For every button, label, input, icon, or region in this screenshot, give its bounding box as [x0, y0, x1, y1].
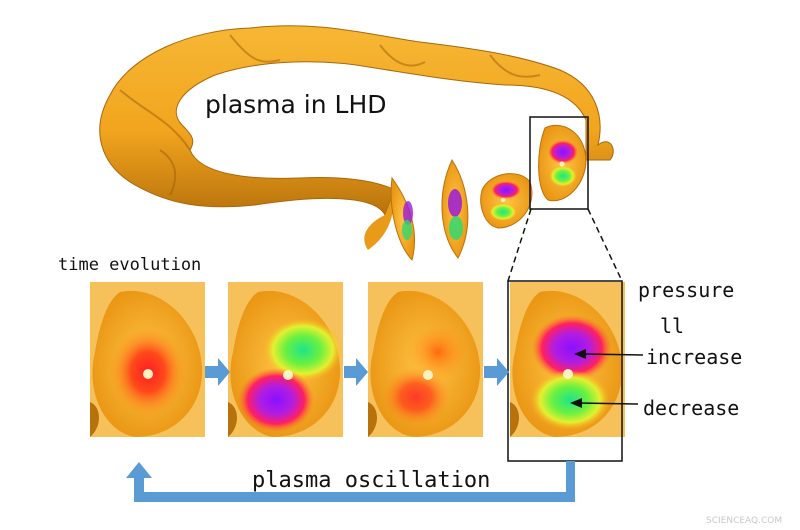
- pressure-label: pressure: [638, 278, 735, 302]
- time-frame-4: [507, 280, 625, 462]
- lhd-plasma-torus: [99, 25, 614, 250]
- feedback-arrow-icon: [126, 461, 575, 502]
- torus-cross-section-3: [480, 173, 533, 229]
- equals-label: ll: [660, 314, 685, 338]
- time-frame-2: [228, 282, 343, 437]
- decrease-label: decrease: [643, 396, 740, 420]
- torus-cross-section-1: [390, 176, 416, 262]
- watermark: SCIENCEAQ.COM: [706, 516, 783, 526]
- time-frame-3: [368, 282, 483, 437]
- torus-cross-section-4: [538, 124, 587, 202]
- time-evolution-label: time evolution: [58, 255, 202, 275]
- zoom-source-box: [529, 116, 589, 210]
- decrease-pointer-arrow: [570, 398, 639, 408]
- right-arrow-icon: [484, 358, 509, 386]
- right-arrow-icon: [205, 358, 230, 386]
- zoom-guide-right: [587, 208, 623, 282]
- torus-cross-section-2: [441, 158, 469, 259]
- zoom-guide-left: [507, 208, 532, 282]
- plasma-oscillation-label: plasma oscillation: [252, 468, 491, 493]
- diagram-title: plasma in LHD: [205, 90, 387, 119]
- increase-pointer-arrow: [574, 349, 644, 359]
- increase-label: increase: [646, 345, 743, 369]
- right-arrow-icon: [344, 358, 368, 386]
- time-frame-1: [90, 282, 205, 437]
